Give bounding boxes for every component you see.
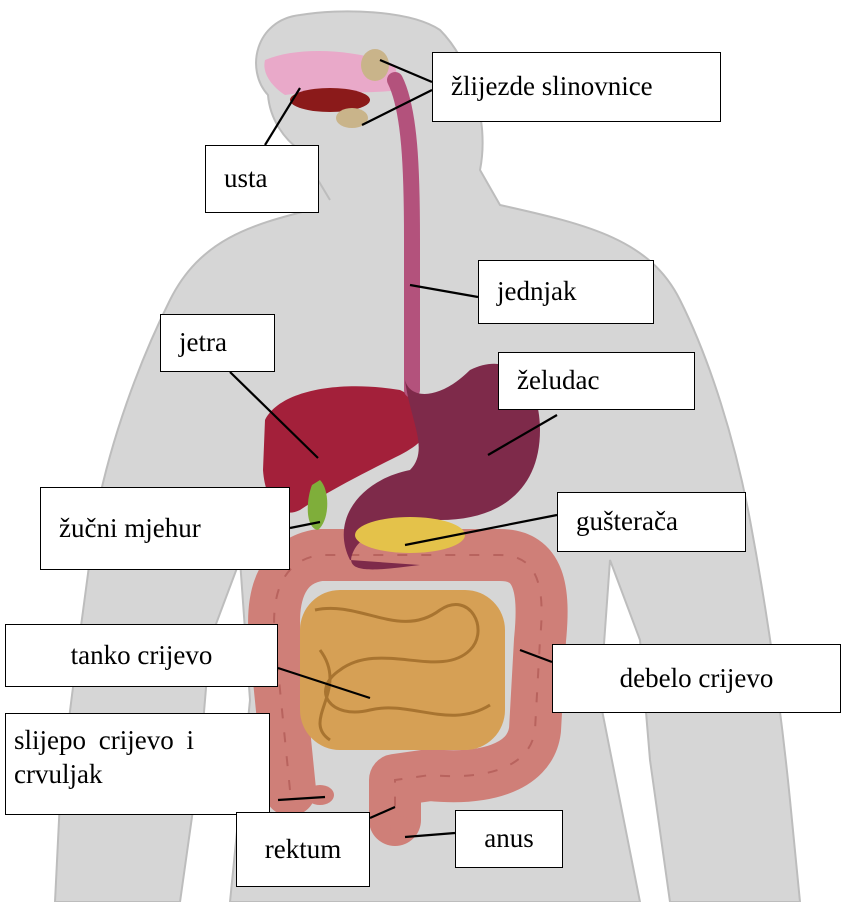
pancreas bbox=[355, 517, 465, 553]
label-large-intestine: debelo crijevo bbox=[552, 644, 841, 713]
label-appendix-line2: crvuljak bbox=[14, 758, 261, 792]
label-esophagus: jednjak bbox=[478, 260, 654, 324]
mouth-interior bbox=[290, 88, 370, 112]
small-intestine bbox=[300, 590, 505, 750]
label-gallbladder: žučni mjehur bbox=[40, 487, 290, 570]
label-pancreas: gušterača bbox=[557, 492, 746, 552]
label-small-intestine: tanko crijevo bbox=[5, 624, 278, 687]
label-rectum: rektum bbox=[236, 812, 370, 887]
label-mouth: usta bbox=[205, 145, 319, 213]
label-anus: anus bbox=[455, 810, 563, 868]
label-salivary-glands: žlijezde slinovnice bbox=[432, 52, 721, 122]
label-liver: jetra bbox=[160, 314, 275, 372]
label-stomach: želudac bbox=[498, 352, 695, 410]
label-appendix-line1: slijepo crijevo i bbox=[14, 724, 261, 758]
salivary-gland-upper bbox=[361, 49, 389, 81]
label-appendix: slijepo crijevo i crvuljak bbox=[5, 713, 270, 815]
